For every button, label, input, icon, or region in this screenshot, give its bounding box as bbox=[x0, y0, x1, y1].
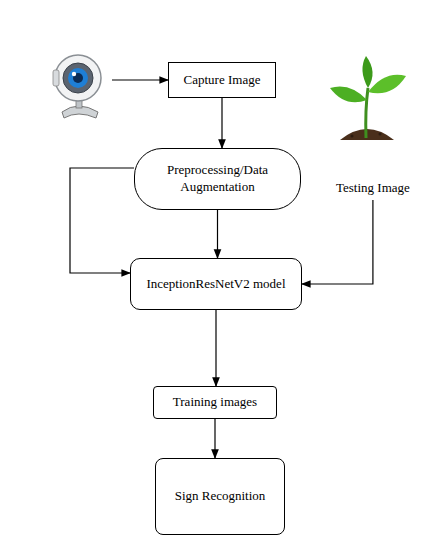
process-box: Preprocessing/Data Augmentation bbox=[134, 148, 301, 210]
input-arrow bbox=[112, 79, 168, 80]
process-box: Sign Recognition bbox=[155, 458, 285, 535]
plant-icon bbox=[330, 56, 406, 140]
process-box: Training images bbox=[153, 386, 277, 419]
webcam-icon bbox=[53, 55, 101, 118]
flow-arrow bbox=[221, 98, 222, 148]
input-arrow bbox=[302, 200, 373, 284]
flow-arrow bbox=[214, 419, 215, 458]
flow-arrow bbox=[215, 310, 216, 386]
process-box: InceptionResNetV2 model bbox=[130, 258, 302, 310]
flow-arrow bbox=[70, 168, 134, 273]
process-box: Capture Image bbox=[168, 62, 276, 98]
box-label: Capture Image bbox=[176, 72, 269, 89]
box-label: InceptionResNetV2 model bbox=[139, 276, 294, 293]
box-label: Preprocessing/Data Augmentation bbox=[135, 162, 300, 196]
input-label: Testing Image bbox=[336, 180, 410, 196]
box-label: Training images bbox=[165, 394, 265, 411]
flow-arrow bbox=[217, 210, 218, 258]
box-label: Sign Recognition bbox=[167, 488, 274, 505]
